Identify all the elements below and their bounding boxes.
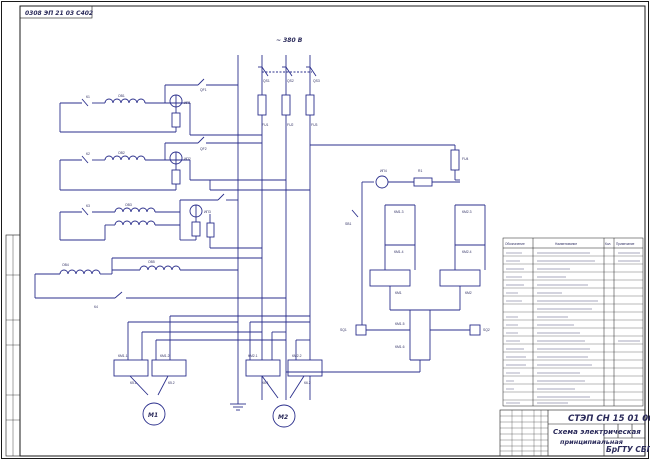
- svg-text:К4: К4: [94, 305, 98, 309]
- drawing-code: СТЭП СН 15 01 000000: [568, 414, 650, 424]
- spec-header-note: Примечание: [616, 242, 635, 246]
- svg-text:FU4: FU4: [462, 157, 469, 161]
- supply-voltage-label: ~ 380 В: [276, 37, 303, 44]
- svg-text:R1: R1: [418, 169, 422, 173]
- svg-text:К3: К3: [86, 204, 90, 208]
- title-block-frame: [499, 409, 646, 457]
- svg-text:ИП4: ИП4: [380, 169, 387, 173]
- svg-text:КМ2: КМ2: [465, 291, 472, 295]
- component-labels: К1 ОВ1 QF1 ИП1 К2 ОВ2 QF2 ИП2 К3 ОВ3 ИП3…: [62, 79, 490, 385]
- motor-m2-label: М2: [278, 414, 288, 421]
- specification-table: [502, 237, 644, 407]
- drawing-title-line-2: принципиальная: [560, 438, 623, 446]
- svg-text:ОВ4: ОВ4: [62, 263, 69, 267]
- svg-text:КМ2.3: КМ2.3: [462, 210, 472, 214]
- svg-text:К1: К1: [86, 95, 90, 99]
- svg-text:КМ1.4: КМ1.4: [394, 250, 404, 254]
- svg-text:КМ1.1: КМ1.1: [118, 354, 128, 358]
- svg-text:КМ1.5: КМ1.5: [395, 322, 405, 326]
- svg-text:КМ2.1: КМ2.1: [248, 354, 258, 358]
- title-block-grid: [500, 410, 548, 456]
- svg-text:ОВ2: ОВ2: [118, 151, 125, 155]
- corner-code-box: [19, 5, 93, 19]
- specification-rows: [503, 255, 643, 401]
- corner-code: 0308 ЭП 21 03 С402: [25, 10, 93, 17]
- spec-row-text-marks: [506, 252, 640, 404]
- svg-text:КМ1.2: КМ1.2: [160, 354, 170, 358]
- svg-text:QF1: QF1: [200, 88, 207, 92]
- svg-text:QF2: QF2: [200, 147, 207, 151]
- svg-text:FU1: FU1: [262, 123, 269, 127]
- spec-header-designation: Обозначение: [505, 242, 525, 246]
- spec-header-name: Наименование: [555, 242, 577, 246]
- svg-text:К6.1: К6.1: [262, 381, 269, 385]
- svg-text:FU2: FU2: [287, 123, 294, 127]
- svg-text:ОВ1: ОВ1: [118, 94, 125, 98]
- drawing-title-line-1: Схема электрическая: [553, 428, 641, 436]
- svg-text:QS1: QS1: [263, 79, 270, 83]
- svg-text:К6.2: К6.2: [304, 381, 311, 385]
- svg-text:ОВ3: ОВ3: [125, 203, 132, 207]
- svg-text:КМ2.2: КМ2.2: [292, 354, 302, 358]
- sheet-inner-frame: [19, 5, 646, 457]
- svg-text:ОВ5: ОВ5: [148, 260, 155, 264]
- svg-text:КМ1: КМ1: [395, 291, 402, 295]
- motor-m1-label: М1: [148, 412, 158, 419]
- spec-header-qty: Кол.: [605, 242, 611, 246]
- svg-text:SB1: SB1: [345, 222, 352, 226]
- svg-text:К5.2: К5.2: [168, 381, 175, 385]
- svg-text:КМ1.3: КМ1.3: [394, 210, 404, 214]
- svg-text:КМ1.6: КМ1.6: [395, 345, 405, 349]
- svg-text:QS2: QS2: [287, 79, 294, 83]
- svg-text:FU3: FU3: [311, 123, 318, 127]
- svg-text:К2: К2: [86, 152, 90, 156]
- svg-text:КМ2.4: КМ2.4: [462, 250, 472, 254]
- svg-text:ИП2: ИП2: [184, 157, 191, 161]
- svg-text:SQ1: SQ1: [340, 328, 347, 332]
- circuit-wiring: [34, 55, 486, 428]
- svg-text:QS3: QS3: [313, 79, 320, 83]
- svg-text:ИП3: ИП3: [204, 210, 211, 214]
- svg-text:SQ2: SQ2: [483, 328, 490, 332]
- svg-text:К5.1: К5.1: [130, 381, 137, 385]
- organization-code: БрГТУ СБП-95: [606, 445, 650, 454]
- svg-text:ИП1: ИП1: [184, 101, 191, 105]
